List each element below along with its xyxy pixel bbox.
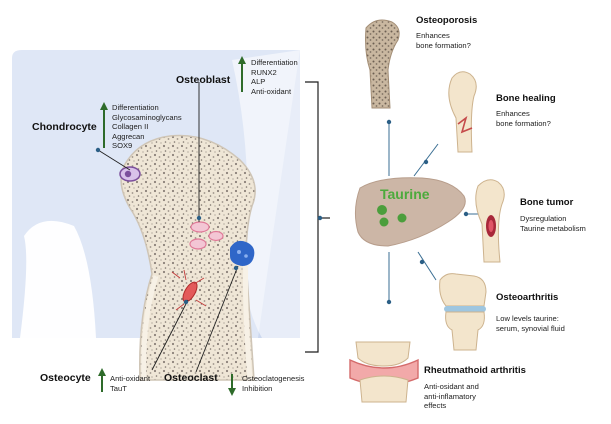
bone-tumor-line: Dysregulation — [520, 214, 567, 223]
rheumatoid-line: Anti-osidant and — [424, 382, 479, 391]
osteoclast-item: Osteoclatogenesis — [242, 374, 305, 383]
bracket — [305, 81, 330, 353]
leader-dots — [95, 147, 239, 305]
osteoarthritis-knee — [439, 273, 487, 351]
osteoclast-cell — [230, 240, 255, 266]
rheumatoid-knee — [349, 341, 419, 403]
chondrocyte-item: Aggrecan — [112, 131, 145, 141]
osteocyte-effects: Anti-oxidant TauT — [110, 374, 150, 393]
osteoporosis-line: bone formation? — [416, 40, 471, 50]
chondrocyte-effects: Differentiation Glycosaminoglycans Colla… — [112, 103, 182, 151]
osteocyte-title: Osteocyte — [40, 372, 91, 384]
chondrocyte-cell — [119, 166, 141, 182]
osteoclast-effects: Osteoclatogenesis Inhibition — [242, 374, 304, 393]
chondrocyte-title: Chondrocyte — [32, 121, 97, 133]
bone-healing-line: bone formation? — [496, 118, 551, 128]
osteoarthritis-text: Low levels taurine: serum, synovial flui… — [496, 314, 565, 333]
osteoblast-title: Osteoblast — [176, 74, 231, 86]
osteocyte-item: Anti-oxidant — [110, 374, 151, 383]
bone-tumor-text: Dysregulation Taurine metabolism — [520, 214, 586, 233]
osteoarthritis-title: Osteoarthritis — [496, 292, 559, 303]
fractured-bone — [448, 71, 477, 153]
regulation-arrows — [98, 56, 246, 396]
chondrocyte-item: Collagen II — [112, 122, 149, 132]
spoke-dots — [386, 119, 469, 305]
tumor-bone — [475, 179, 505, 263]
osteoporosis-title: Osteoporosis — [416, 15, 478, 26]
bone-healing-line: Enhances — [496, 109, 530, 118]
osteoclast-item: Inhibition — [242, 383, 273, 393]
rheumatoid-line: anti-inflamatory — [424, 391, 476, 401]
rheumatoid-text: Anti-osidant and anti-inflamatory effect… — [424, 382, 479, 411]
osteoarthritis-line: Low levels taurine: — [496, 314, 559, 323]
leader-lines — [97, 82, 239, 373]
chondrocyte-item: Glycosaminoglycans — [112, 112, 182, 122]
osteoporosis-line: Enhances — [416, 31, 450, 40]
chondrocyte-item: Differentiation — [112, 103, 159, 112]
bone-healing-title: Bone healing — [496, 93, 556, 104]
chondrocyte-item: SOX9 — [112, 141, 133, 151]
osteoblast-item: ALP — [251, 77, 266, 87]
osteocyte-item: TauT — [110, 383, 127, 393]
osteoarthritis-line: serum, synovial fluid — [496, 323, 565, 333]
osteoblast-item: Differentiation — [251, 58, 298, 67]
osteoblast-effects: Differentiation RUNX2 ALP Anti-oxidant — [251, 58, 298, 96]
osteoporosis-bone — [365, 19, 400, 109]
taurine-label: Taurine — [380, 186, 430, 202]
liver — [354, 177, 466, 247]
osteoblast-item: Anti-oxidant — [251, 86, 292, 96]
bone-tumor-line: Taurine metabolism — [520, 223, 586, 233]
osteoporosis-text: Enhances bone formation? — [416, 31, 471, 50]
rheumatoid-title: Rheutmathoid arthritis — [424, 365, 526, 376]
bone-tumor-title: Bone tumor — [520, 197, 574, 208]
osteoclast-title: Osteoclast — [164, 372, 218, 384]
rheumatoid-line: effects — [424, 401, 447, 411]
bone-healing-text: Enhances bone formation? — [496, 109, 551, 128]
femur-head-bone — [120, 134, 256, 381]
osteoblast-cells — [189, 221, 224, 250]
osteoblast-item: RUNX2 — [251, 67, 277, 77]
